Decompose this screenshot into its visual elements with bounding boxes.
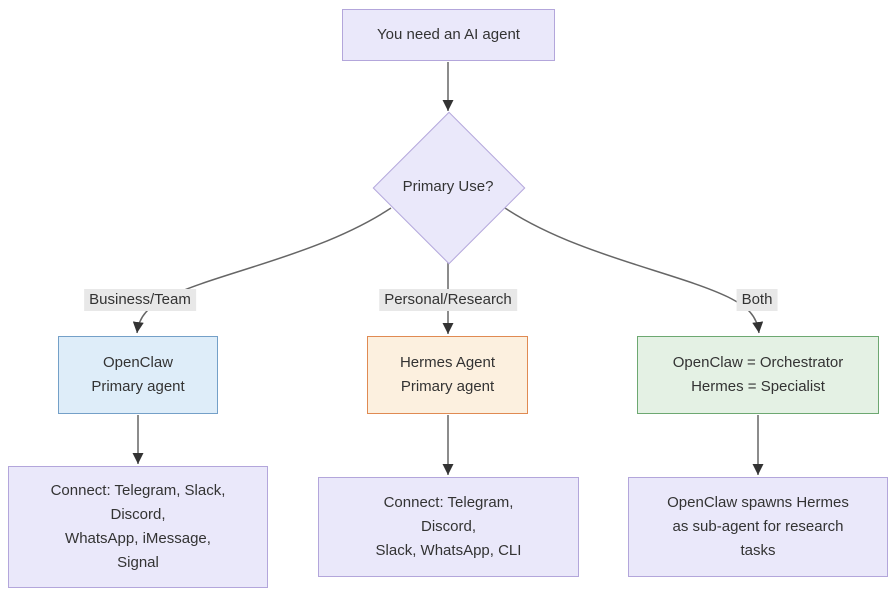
edge-label-both: Both: [736, 289, 778, 311]
start-node: You need an AI agent: [342, 9, 555, 61]
orchestrator-node: OpenClaw = Orchestrator Hermes = Special…: [637, 336, 879, 414]
edge-label-personal: Personal/Research: [379, 289, 517, 311]
openclaw-primary-node: OpenClaw Primary agent: [58, 336, 218, 414]
node-line: OpenClaw: [102, 354, 174, 371]
hermes-primary-node: Hermes Agent Primary agent: [367, 336, 528, 414]
hermes-connect-node: Connect: Telegram, Discord, Slack, Whats…: [318, 477, 579, 577]
node-line: OpenClaw = Orchestrator: [672, 354, 844, 371]
node-line: tasks: [740, 542, 776, 559]
node-line: Connect: Telegram,: [383, 494, 514, 511]
orchestrator-detail-node: OpenClaw spawns Hermes as sub-agent for …: [628, 477, 888, 577]
node-line: Signal: [117, 554, 159, 571]
node-line: Discord,: [420, 518, 476, 535]
node-line: Connect: Telegram, Slack,: [50, 482, 226, 499]
node-line: Slack, WhatsApp, CLI: [375, 542, 522, 559]
node-line: OpenClaw spawns Hermes: [667, 494, 849, 511]
node-line: as sub-agent for research: [672, 518, 844, 535]
node-line: Discord,: [110, 506, 166, 523]
edge-decision-to-orchestrator: [504, 207, 764, 334]
node-line: WhatsApp, iMessage,: [65, 530, 211, 547]
edge-label-business: Business/Team: [84, 289, 196, 311]
node-line: Primary agent: [91, 378, 185, 395]
decision-label: Primary Use?: [402, 178, 494, 195]
node-line: Hermes Agent: [399, 354, 496, 371]
openclaw-connect-node: Connect: Telegram, Slack, Discord, Whats…: [8, 466, 268, 588]
start-node-label: You need an AI agent: [377, 26, 520, 43]
edge-decision-to-openclaw: [132, 207, 392, 334]
node-line: Primary agent: [400, 378, 495, 395]
node-line: Hermes = Specialist: [691, 378, 825, 395]
